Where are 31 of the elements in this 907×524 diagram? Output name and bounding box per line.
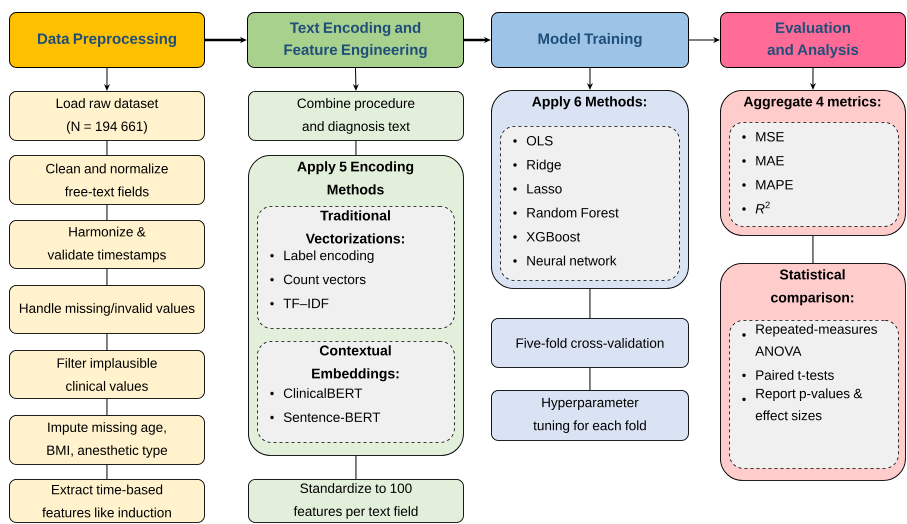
dashed-list-panel: Repeated-measures ANOVA Paired t-tests Report p-values & effect sizes: [729, 320, 899, 469]
process-box: Clean and normalize free-text fields: [9, 155, 205, 205]
connector-line: [106, 398, 108, 416]
stage-header-box: Evaluation and Analysis: [720, 12, 906, 68]
process-box: Five-fold cross-validation: [491, 318, 689, 368]
stage-header-box: Data Preprocessing: [9, 12, 205, 68]
connector-line: [355, 455, 356, 480]
dashed-list-panel: MSE MAE MAPE R$^{2}$: [729, 122, 899, 227]
connector-line: [589, 288, 590, 318]
connector-line: [589, 367, 590, 390]
dashed-list-panel: Traditional Vectorizations: Label encoding Count vectors TF–IDF: [257, 206, 455, 329]
process-box: Filter implausible clinical values: [9, 350, 205, 399]
connector-line: [106, 204, 108, 220]
connector-line: [355, 140, 356, 156]
process-box: Standardize to 100 features per text field: [248, 479, 464, 523]
process-box: Combine procedure and diagnosis text: [248, 91, 464, 141]
connector-line: [106, 464, 108, 480]
process-box: Extract time-based features like induction: [9, 479, 205, 523]
process-box: Load raw dataset (N = 194 661): [9, 91, 205, 141]
dashed-list-panel: Contextual Embeddings: ClinicalBERT Sentence-BERT: [257, 341, 455, 443]
dashed-list-panel: OLS Ridge Lasso Random Forest XGBoost Neural network: [500, 126, 680, 281]
process-box: Hyperparameter tuning for each fold: [491, 390, 689, 441]
stage-header-box: Model Training: [491, 12, 689, 68]
stage-header-box: Text Encoding and Feature Engineering: [247, 12, 464, 68]
process-box: Impute missing age, BMI, anesthetic type: [9, 415, 205, 465]
connector-line: [106, 140, 108, 156]
connector-line: [106, 268, 108, 286]
connector-line: [106, 333, 108, 350]
connector-line: [812, 235, 814, 264]
process-box: Harmonize & validate timestamps: [9, 220, 205, 269]
process-box: Handle missing/invalid values: [9, 285, 205, 334]
